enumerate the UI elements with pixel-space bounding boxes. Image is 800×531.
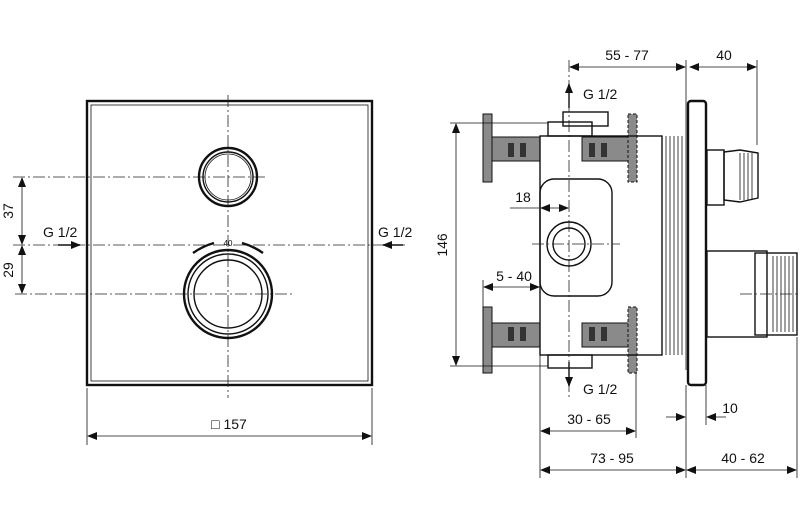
upper-connection (482, 113, 638, 183)
top-nut-base (547, 121, 593, 137)
inlet-label-left: G 1/2 (43, 224, 77, 240)
valve-body (539, 135, 663, 356)
dim-40-top: 40 (716, 47, 732, 63)
dim-10: 10 (722, 400, 738, 416)
body-window (539, 178, 613, 297)
dim-55-77: 55 - 77 (605, 47, 649, 63)
wall-plate (686, 99, 708, 387)
front-view: 40 G 1/2 G 1/2 37 29 □ 157 (0, 95, 412, 445)
dim-146: 146 (434, 233, 450, 257)
dim-37: 37 (0, 203, 16, 219)
dial-arc-left (192, 241, 215, 254)
inlet-label-right: G 1/2 (378, 224, 412, 240)
dial-arc-right (241, 241, 264, 254)
thermostat-knob (182, 248, 274, 340)
diverter-button (197, 146, 259, 208)
outlet-label-top: G 1/2 (583, 86, 617, 102)
dim-18: 18 (515, 189, 531, 205)
dim-73-95: 73 - 95 (590, 450, 634, 466)
dim-29: 29 (0, 262, 16, 278)
body-thread (661, 118, 687, 370)
cover-plate (85, 99, 374, 387)
lower-connection (482, 306, 638, 374)
side-view: G 1/2 G 1/2 55 - 77 40 146 18 5 - 40 30 … (434, 47, 800, 478)
dim-5-40: 5 - 40 (496, 268, 532, 284)
outlet-label-bottom: G 1/2 (583, 381, 617, 397)
dial-mark: 40 (224, 239, 233, 248)
bottom-nut (547, 354, 593, 369)
cover-plate-inner (90, 104, 369, 382)
diverter-cartridge (706, 149, 759, 206)
top-nut (562, 111, 609, 127)
dim-30-65: 30 - 65 (567, 411, 611, 427)
dim-157: □ 157 (211, 416, 247, 432)
dim-40-62: 40 - 62 (721, 450, 765, 466)
thermostat-cartridge (706, 250, 800, 338)
